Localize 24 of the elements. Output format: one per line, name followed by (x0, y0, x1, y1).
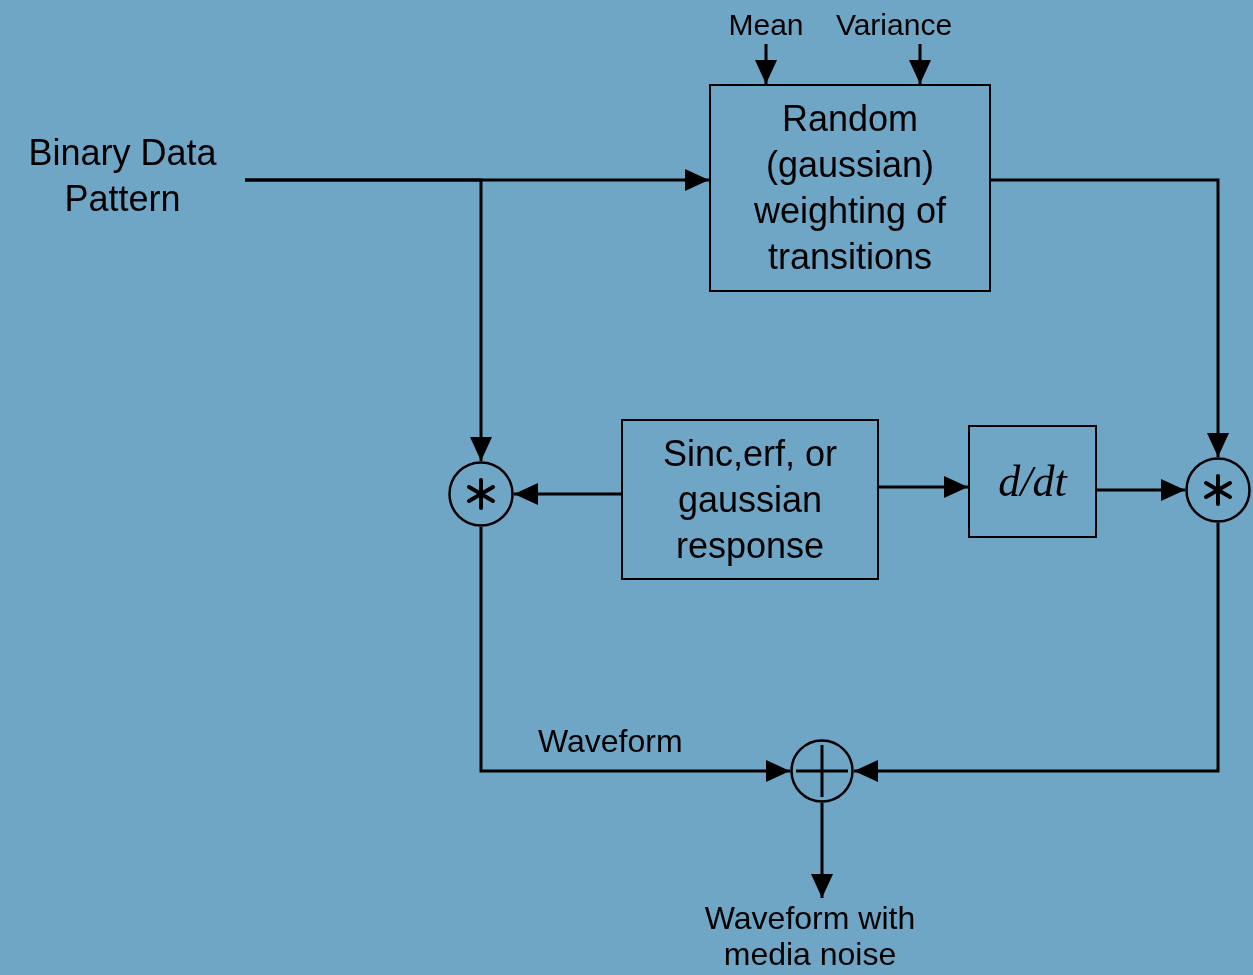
text-label: Waveform with media noise (703, 900, 917, 972)
arrow (811, 803, 833, 898)
text-label: Variance (835, 7, 953, 43)
text-label: Mean (728, 7, 804, 43)
arrow (991, 178, 1229, 457)
arrow (514, 483, 621, 505)
arrow (909, 44, 931, 84)
box-label: Random (gaussian) weighting of transitions (752, 97, 948, 279)
arrow (245, 178, 492, 461)
arrow (854, 523, 1220, 782)
process-box (968, 425, 1097, 538)
summing-junction (790, 739, 854, 803)
convolution-junction (448, 461, 514, 527)
arrow (879, 476, 968, 498)
edge-label: Waveform (538, 722, 683, 760)
convolution-junction (1185, 457, 1251, 523)
box-label: d/dt (998, 456, 1067, 507)
box-label: Sinc,erf, or gaussian response (661, 431, 839, 568)
text-label: Binary Data Pattern (27, 130, 218, 221)
arrow (755, 44, 777, 84)
arrow (479, 527, 790, 782)
process-box (621, 419, 879, 580)
process-box (709, 84, 991, 292)
arrow (1097, 479, 1185, 501)
